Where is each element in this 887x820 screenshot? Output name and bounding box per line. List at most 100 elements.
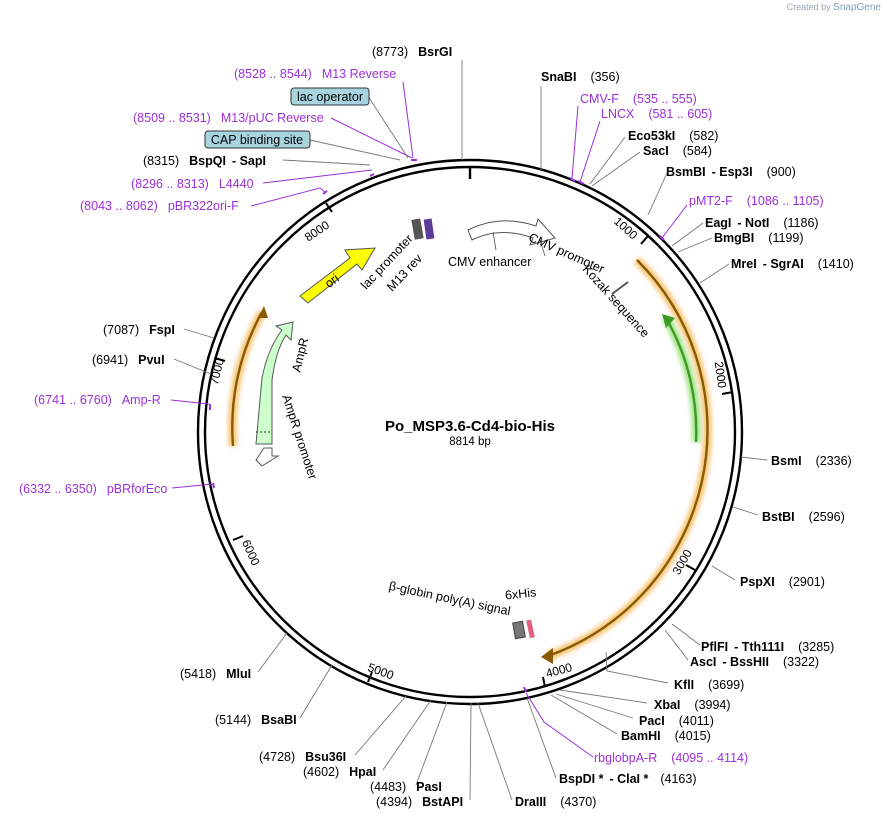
site-bsabi: (5144)BsaBI	[215, 713, 297, 727]
site-pasi: (4483)PasI	[370, 780, 442, 794]
site-bspdi: BspDI *- ClaI *(4163)	[559, 772, 697, 786]
site-bamhi: BamHI(4015)	[621, 729, 711, 743]
site-xbai: XbaI(3994)	[654, 698, 731, 712]
tick-label-8000: 8000	[302, 218, 332, 245]
site-bsrgi: (8773)BsrGI	[372, 45, 452, 59]
tick-label-7000: 7000	[207, 357, 227, 387]
site-pvui: (6941)PvuI	[92, 353, 165, 367]
tick-label-2000: 2000	[712, 361, 730, 390]
site-asci: AscI- BssHII(3322)	[690, 655, 819, 669]
primer-amp-r: (6741 .. 6760)Amp-R	[34, 393, 161, 407]
callout-cap-binding-site: CAP binding site	[204, 130, 311, 149]
orf-green-arc	[664, 317, 698, 443]
kozak-label: Kozak sequence	[580, 262, 652, 340]
backbone-outer	[196, 158, 744, 706]
callout-lac-operator-text: lac operator	[297, 90, 363, 104]
site-pflfi: PflFI- Tth111I(3285)	[701, 640, 834, 654]
tick-1000	[640, 235, 649, 245]
credit-brand: SnapGene	[833, 2, 881, 13]
tick-label-4000: 4000	[544, 660, 574, 681]
snapgene-credit: Created by SnapGene	[787, 2, 881, 13]
site-mlui: (5418)MluI	[180, 667, 251, 681]
primer-pbrforeco: (6332 .. 6350)pBRforEco	[19, 482, 167, 496]
primer-marks	[209, 159, 665, 693]
globin-polya-block	[512, 620, 526, 640]
site-saci: SacI(584)	[643, 144, 712, 158]
site-paci: PacI(4011)	[639, 714, 714, 728]
site-hpai: (4602)HpaI	[303, 765, 376, 779]
globin-label: β-globin poly(A) signal	[388, 579, 512, 618]
callout-lac-operator: lac operator	[290, 87, 370, 106]
site-kfli: KflI(3699)	[674, 678, 744, 692]
cmv-enhancer-leader	[492, 231, 497, 251]
callout-leaders	[309, 95, 409, 161]
cmv-enhancer-label: CMV enhancer	[448, 255, 531, 269]
site-draiii: DraIII(4370)	[515, 795, 596, 809]
primer-mark-lncx	[577, 180, 585, 185]
credit-prefix: Created by	[786, 2, 831, 12]
site-bsu36i: (4728)Bsu36I	[259, 750, 346, 764]
cmv-promoter-leader	[539, 239, 546, 257]
site-bsmbi: BsmBI- Esp3I(900)	[666, 165, 796, 179]
site-mrei: MreI- SgrAI(1410)	[731, 257, 854, 271]
callout-cap-binding-site-box	[204, 130, 311, 149]
primer-lncx: LNCX(581 .. 605)	[601, 107, 712, 121]
primer-labels: (8528 .. 8544)M13 Reverse (8509 .. 8531)…	[19, 67, 824, 765]
ampr-feature-arrow	[255, 321, 294, 445]
callout-cap-binding-site-text: CAP binding site	[211, 133, 303, 147]
site-pspxi: PspXI(2901)	[740, 575, 825, 589]
ori-label: ori	[322, 271, 342, 291]
restriction-sites: (8773)BsrGI SnaBI(356) Eco53kI(582) SacI…	[92, 45, 854, 809]
callout-lac-operator-box	[290, 87, 370, 106]
site-bspqi: (8315)BspQI- SapI	[143, 154, 266, 168]
primer-mark-cmv-f	[569, 177, 576, 182]
tick-4000	[542, 676, 546, 688]
primer-pmt2-f: pMT2-F(1086 .. 1105)	[689, 194, 824, 208]
primer-l4440: (8296 .. 8313)L4440	[131, 177, 254, 191]
tick-3000	[685, 564, 696, 571]
tick-6000	[232, 535, 244, 541]
primer-mark-pbr322ori-f	[322, 190, 328, 195]
tick-8000	[325, 202, 333, 213]
tick-7000	[214, 357, 226, 362]
kozak-mark	[611, 281, 629, 295]
orf-orange-arrowhead	[541, 648, 553, 664]
site-bsmi: BsmI(2336)	[771, 454, 852, 468]
primer-cmv-f: CMV-F(535 .. 555)	[580, 92, 697, 106]
orf-green-arrowhead	[662, 314, 675, 328]
primer-m13-reverse: (8528 .. 8544)M13 Reverse	[234, 67, 396, 81]
primer-pbr322ori-f: (8043 .. 8062)pBR322ori-F	[80, 199, 239, 213]
his-tag-label: 6xHis	[504, 585, 537, 602]
tick-5000	[367, 671, 373, 683]
primer-mark-rbglobpa-r	[523, 686, 527, 693]
ampr-label: AmpR	[289, 336, 311, 373]
tick-2000	[721, 391, 734, 395]
primer-rbglobpa-r: rbglobpA-R(4095 .. 4114)	[594, 751, 748, 765]
his-tag-block	[526, 619, 535, 639]
m13-rev-block	[423, 218, 435, 240]
ampr-promoter-arrow	[255, 447, 280, 467]
tick-label-5000: 5000	[366, 660, 396, 682]
site-eco53ki: Eco53kI(582)	[628, 129, 718, 143]
ori-feature-arrow	[299, 247, 376, 304]
site-bstapi: (4394)BstAPI	[376, 795, 463, 809]
orf-orange-left-arrowhead	[258, 306, 268, 318]
site-bstbi: BstBI(2596)	[762, 510, 845, 524]
cmv-enhancer-arrow	[467, 217, 556, 246]
tick-label-1000: 1000	[611, 214, 640, 242]
orf-orange-arc-right	[547, 259, 709, 658]
primer-mark-l4440	[369, 173, 375, 177]
plasmid-name: Po_MSP3.6-Cd4-bio-His	[385, 418, 555, 435]
ampr-promoter-label: AmpR promoter	[279, 393, 320, 481]
site-bmgbi: BmgBI(1199)	[714, 231, 804, 245]
orf-orange-arc-left	[231, 311, 264, 447]
site-leaders	[173, 60, 768, 801]
plasmid-length: 8814 bp	[449, 436, 491, 448]
primer-leaders	[170, 81, 688, 758]
site-eagi: EagI- NotI(1186)	[705, 216, 819, 230]
primer-m13-puc-reverse: (8509 .. 8531)M13/pUC Reverse	[133, 111, 324, 125]
primer-mark-pbrforeco	[212, 482, 215, 489]
tick-label-6000: 6000	[239, 538, 263, 568]
lac-promoter-block	[411, 218, 424, 240]
